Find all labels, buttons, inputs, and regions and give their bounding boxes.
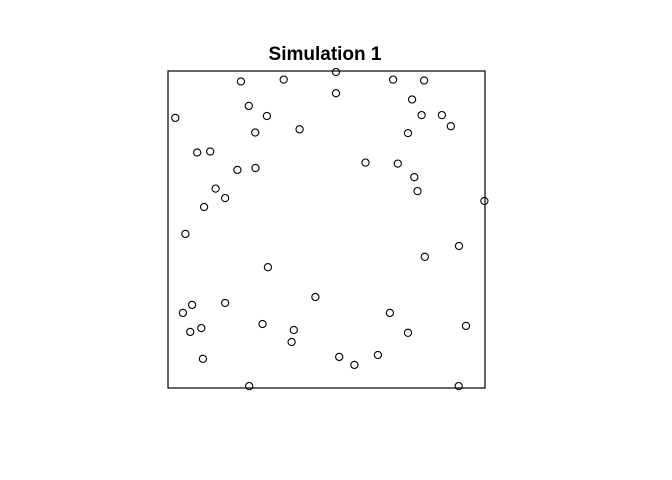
data-point: [258, 319, 267, 329]
data-point: [419, 76, 429, 85]
data-point: [331, 67, 341, 77]
data-point: [403, 328, 413, 337]
data-point: [385, 308, 395, 318]
data-point: [236, 77, 246, 86]
data-point: [454, 381, 463, 391]
data-point: [251, 128, 260, 137]
data-point: [178, 308, 188, 318]
plot-frame: [167, 70, 486, 389]
data-point: [403, 128, 413, 138]
data-point: [244, 101, 253, 111]
data-point: [287, 337, 296, 347]
data-point: [350, 360, 359, 370]
data-point: [446, 122, 455, 131]
data-point: [311, 292, 320, 302]
chart-title: Simulation 1: [269, 44, 382, 65]
data-point: [262, 111, 272, 121]
data-point: [480, 196, 489, 206]
data-point: [220, 298, 230, 308]
data-point: [410, 173, 419, 182]
data-point: [171, 113, 180, 123]
data-point: [198, 354, 208, 363]
data-point: [454, 241, 464, 251]
data-point: [186, 327, 195, 337]
data-point: [461, 321, 471, 331]
data-point: [420, 252, 429, 261]
data-point: [361, 158, 370, 167]
data-point: [187, 300, 197, 310]
data-point: [197, 323, 206, 333]
data-point: [211, 184, 220, 193]
data-point: [393, 159, 402, 168]
data-point: [331, 89, 341, 98]
data-point: [437, 110, 447, 120]
data-point: [251, 163, 260, 173]
data-point: [263, 263, 273, 272]
data-point: [289, 325, 298, 335]
data-point: [220, 193, 230, 203]
data-point: [417, 110, 426, 120]
data-point: [245, 381, 254, 391]
data-point: [181, 229, 190, 239]
data-point: [335, 352, 344, 362]
data-point: [388, 75, 398, 84]
data-point: [206, 147, 215, 156]
data-point: [279, 75, 288, 84]
data-point: [295, 125, 304, 134]
data-point: [413, 186, 422, 196]
data-point: [199, 202, 209, 212]
data-point: [193, 148, 202, 157]
data-point: [373, 350, 383, 360]
data-point: [407, 95, 417, 104]
data-point: [233, 165, 242, 175]
points-layer: [171, 67, 489, 391]
